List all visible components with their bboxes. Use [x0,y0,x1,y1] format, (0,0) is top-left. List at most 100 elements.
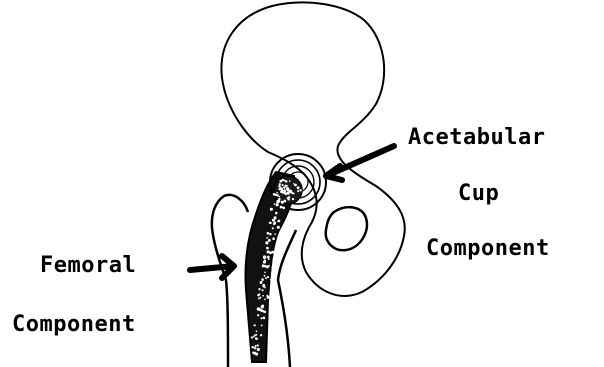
cement-speckle [297,186,300,189]
cement-speckle [260,309,263,312]
cement-speckle [254,324,256,326]
cement-speckle [277,226,280,229]
cement-speckle [273,256,276,259]
obturator-foramen [326,207,367,250]
cement-speckle [272,237,275,240]
cement-speckle [260,281,263,284]
cement-speckle [273,223,276,226]
cement-speckle [279,196,281,198]
cement-speckle [267,250,270,253]
cement-speckle [266,237,268,239]
acetabular-cup-label-line-3: Component [426,236,550,261]
cement-speckle [261,324,263,326]
cement-speckle [287,192,290,195]
cement-speckle [258,288,260,290]
cement-speckle [278,198,280,200]
cement-speckle [272,251,275,254]
cement-speckle [255,353,258,356]
cement-speckle [263,286,265,288]
cement-speckle [254,347,256,349]
cement-speckle [276,192,278,194]
cement-speckle [267,276,269,278]
cement-speckle [264,260,266,262]
cement-speckle [276,200,279,203]
cement-speckle [277,194,279,196]
cement-speckle [255,345,257,347]
cement-speckle [254,334,256,336]
cement-speckle [264,265,267,268]
cement-speckle [251,346,253,348]
cement-speckle [264,275,266,277]
cement-speckle [257,344,259,346]
cement-speckle [281,201,284,204]
cement-speckle [292,198,294,200]
cement-speckle [270,279,272,281]
cement-speckle [258,298,260,300]
cement-speckle [278,185,281,188]
cement-speckle [280,206,283,209]
cement-speckle [265,277,267,279]
cement-speckle [260,334,262,336]
cement-speckle [287,189,288,190]
cement-speckle [267,256,270,259]
cement-speckle [283,186,285,188]
cement-speckle [263,255,266,258]
cement-speckle [256,338,258,340]
cement-speckle [262,289,264,291]
cement-speckle [294,184,297,187]
cement-speckle [261,305,264,308]
femoral-component-label-line-2: Component [12,312,136,337]
cement-speckle [266,265,269,268]
cement-speckle [260,317,262,319]
cement-speckle [256,330,258,332]
cement-speckle [264,287,266,289]
cement-speckle [274,252,277,255]
cement-speckle [272,227,274,229]
femoral-pointer-arrow [190,256,234,278]
cement-speckle [269,233,272,236]
cement-speckle [275,203,278,206]
cement-speckle [257,348,260,351]
cement-speckle [281,189,283,191]
cement-speckle [266,247,269,250]
cement-speckle [288,196,290,198]
cement-speckle [271,266,274,269]
acetabular-pointer-arrow [326,146,394,180]
cement-speckle [289,189,291,191]
cement-speckle [264,311,266,313]
cement-speckle [251,336,253,338]
acetabular-cup-label-line-2: Cup [458,181,499,206]
cement-speckle [293,193,294,194]
cement-speckle [282,184,284,186]
cement-speckle [274,218,276,220]
femoral-component-label-line-1: Femoral [40,253,136,278]
cement-speckle [262,295,264,297]
cement-speckle [273,259,276,262]
cement-speckle [264,271,266,273]
cement-speckle [270,222,272,224]
cement-speckle [261,278,264,281]
cement-speckle [293,183,294,184]
cement-speckle [270,208,273,211]
cement-speckle [289,191,291,193]
cement-speckle [275,212,278,215]
cement-speckle [278,220,280,222]
cement-speckle [257,314,259,316]
cement-speckle [265,241,268,244]
femur-outline-right [278,230,296,367]
acetabular-cup-label-line-1: Acetabular [408,125,545,150]
cement-speckle [297,190,299,192]
cement-speckle [289,180,291,182]
cement-speckle [287,185,288,186]
cement-speckle [282,207,285,210]
cement-speckle [268,239,271,242]
cement-speckle [282,179,284,181]
cement-speckle [263,317,266,320]
cement-speckle [268,258,270,260]
femur-outline-left [212,195,248,367]
cement-speckle [279,183,281,185]
cement-speckle [274,233,276,235]
cement-speckle [274,203,276,205]
cement-speckle [267,232,270,235]
